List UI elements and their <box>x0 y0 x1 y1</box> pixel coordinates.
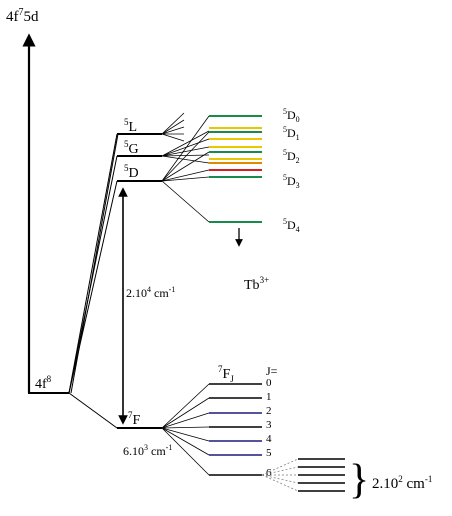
J-value-label: 5 <box>266 447 272 459</box>
J-value-label: 6 <box>266 467 272 479</box>
J-header: J= <box>266 364 278 378</box>
term-label-G: 5G <box>124 139 139 157</box>
stark-brace: } <box>349 457 369 503</box>
G-fan <box>161 130 210 164</box>
gap-label-small: 6.103 cm-1 <box>123 443 172 458</box>
D-fan <box>161 115 210 223</box>
connector-L <box>68 133 118 394</box>
D-level-label: 5D4 <box>283 217 300 234</box>
J-value-label: 1 <box>266 391 272 403</box>
gap-label-large: 2.104 cm-1 <box>126 285 175 300</box>
D-level-label: 5D3 <box>283 173 300 190</box>
term-label-L: 5L <box>124 117 137 135</box>
D-level-label: 5D0 <box>283 107 300 124</box>
J-value-label: 3 <box>266 419 272 431</box>
D-level-label: 5D2 <box>283 148 300 165</box>
J-value-label: 4 <box>266 433 272 445</box>
stark-connectors <box>261 458 299 492</box>
D-level-label: 5D1 <box>283 125 300 142</box>
excited-config-label: 4f75d <box>6 7 39 25</box>
connector-F <box>68 392 118 429</box>
J-value-labels: 0 1 2 3 4 5 6 <box>266 377 272 479</box>
connector-D <box>68 180 118 394</box>
F-fan <box>161 383 210 476</box>
D-multiplet <box>209 115 262 223</box>
J-value-label: 2 <box>266 405 272 417</box>
gap-label-stark: 2.102 cm-1 <box>372 474 432 492</box>
ion-label: Tb3+ <box>244 275 269 293</box>
connector-G <box>68 155 118 394</box>
J-value-label: 0 <box>266 377 272 389</box>
stark-levels <box>298 458 345 492</box>
term-label-F: 7F <box>128 410 141 428</box>
ground-config-label: 4f8 <box>35 374 52 392</box>
L-fan <box>161 112 185 142</box>
F-multiplet <box>209 383 262 476</box>
term-label-D: 5D <box>124 163 139 181</box>
FJ-label: 7FJ <box>218 364 234 384</box>
